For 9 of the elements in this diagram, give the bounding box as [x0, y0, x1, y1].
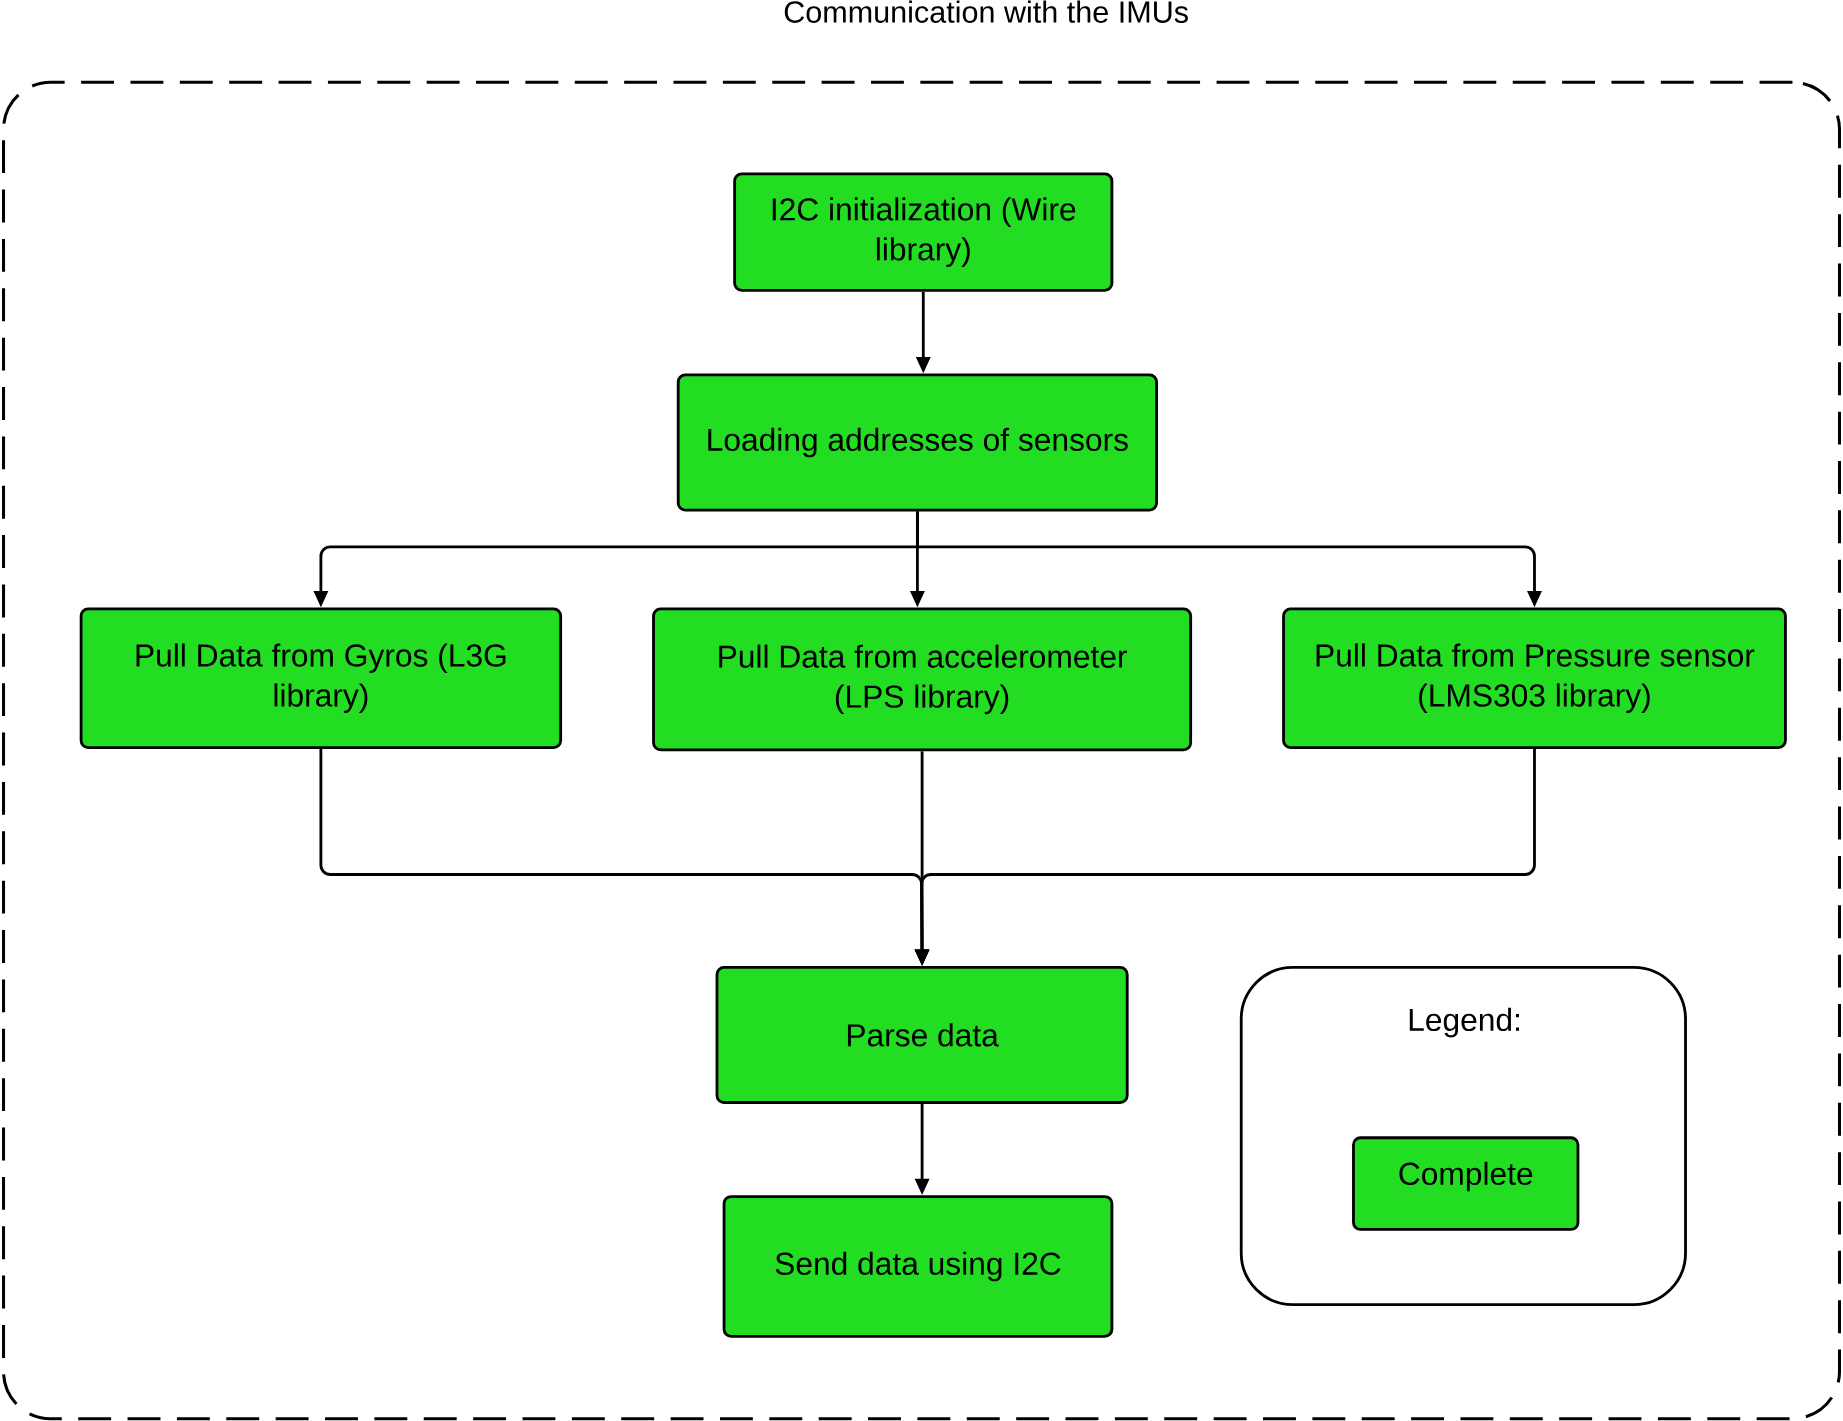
process-box: Send data using I2C	[722, 1195, 1114, 1338]
process-box: Pull Data from accelerometer (LPS library)	[652, 607, 1193, 752]
legend-text: Complete	[1399, 1161, 1533, 1192]
process-box: Loading addresses of sensors	[676, 373, 1158, 512]
process-box: Parse data	[715, 965, 1129, 1104]
node-label: Communication with the IMUs	[784, 0, 1188, 23]
process-box: Pull Data from Gyros (L3G library)	[79, 607, 563, 749]
process-box: I2C initialization (Wire library)	[733, 172, 1114, 292]
process-box: Pull Data from Pressure sensor (LMS303 library)	[1282, 607, 1787, 749]
